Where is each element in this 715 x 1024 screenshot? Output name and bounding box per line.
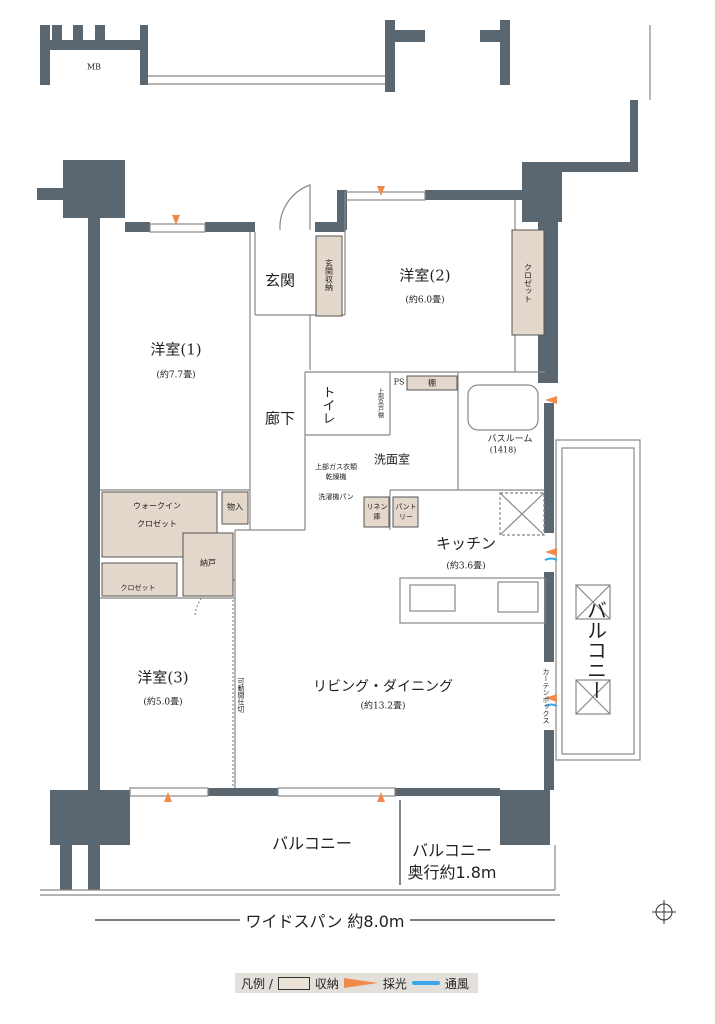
label-storage-item: 物入 — [227, 502, 243, 512]
label-pantry: パントリー — [395, 503, 417, 521]
label-toilet-shelf: 上部吊戸棚 — [376, 388, 384, 418]
legend: 凡例 / 収納 採光 通風 — [235, 973, 478, 993]
label-ps: PS — [393, 377, 405, 387]
label-closet-room3: クロゼット — [120, 584, 156, 592]
label-hallway: 廊下 — [264, 409, 296, 428]
label-room2-size: (約6.0畳) — [405, 295, 445, 306]
label-room3-size: (約5.0畳) — [143, 697, 183, 708]
label-washer-pan: 洗濯機パン — [318, 493, 354, 501]
label-washroom: 洗面室 — [373, 452, 411, 467]
label-room3: 洋室(3) — [137, 668, 189, 687]
label-balcony-depth-1: バルコニー — [412, 841, 492, 860]
storage-areas — [101, 229, 545, 597]
light-wind-markers — [164, 186, 558, 802]
label-mb: MB — [86, 62, 102, 72]
legend-title: 凡例 / — [241, 976, 273, 991]
storage-swatch-icon — [277, 976, 310, 990]
label-shelf: 棚 — [428, 378, 436, 388]
label-movable-partition: 可動間仕切 — [237, 677, 245, 713]
legend-light: 採光 — [382, 976, 407, 991]
label-balcony-side: バルコニー — [583, 600, 608, 700]
wind-icon — [411, 981, 440, 985]
label-nando: 納戸 — [200, 558, 216, 568]
label-wic-2: クロゼット — [137, 519, 177, 529]
label-toilet: トイレ — [319, 385, 335, 425]
label-balcony-depth-2: 奥行約1.8m — [407, 863, 497, 882]
label-linen: リネン庫 — [366, 503, 388, 521]
label-room2: 洋室(2) — [399, 266, 451, 285]
label-kitchen-size: (約3.6畳) — [446, 561, 486, 572]
label-living-size: (約13.2畳) — [360, 701, 406, 712]
label-genkan: 玄関 — [264, 271, 296, 290]
label-room1-size: (約7.7畳) — [156, 370, 196, 381]
label-living: リビング・ダイニング — [313, 679, 453, 695]
label-wic-1: ウォークイン — [133, 501, 181, 511]
label-closet-room2: クロゼット — [523, 263, 533, 303]
label-dryer: 上部ガス衣類乾燥機 — [315, 463, 357, 481]
label-balcony: バルコニー — [272, 834, 352, 853]
label-genkan-storage: 玄関収納 — [324, 259, 334, 291]
label-wide-span: ワイドスパン 約8.0m — [245, 912, 405, 931]
legend-wind: 通風 — [444, 976, 469, 991]
label-curtain-box: カーテンボックス — [542, 668, 550, 724]
label-bathroom: バスルーム — [487, 434, 533, 445]
label-bathroom-size: (1418) — [489, 445, 517, 455]
structural-walls — [37, 20, 638, 890]
light-ray-icon — [343, 978, 378, 988]
label-kitchen: キッチン — [435, 534, 497, 553]
legend-storage: 収納 — [314, 976, 339, 991]
compass-icon — [652, 900, 676, 924]
label-room1: 洋室(1) — [150, 340, 202, 359]
